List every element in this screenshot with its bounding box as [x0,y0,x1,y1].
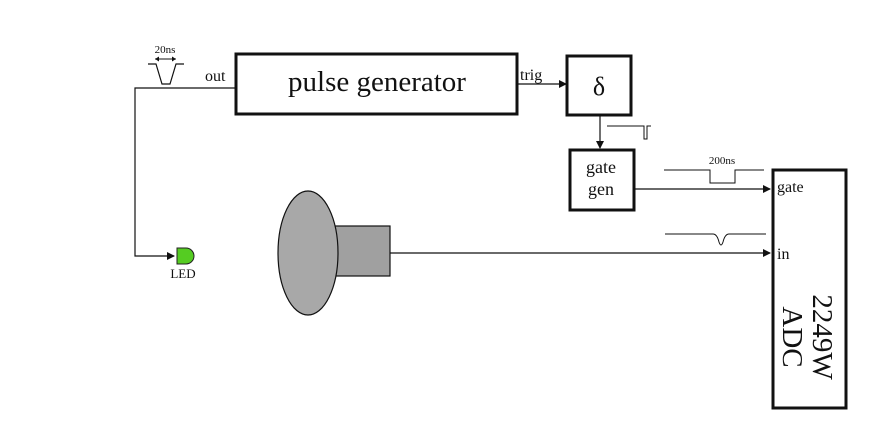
led-label: LED [170,266,195,281]
gate-gen-label-line2: gen [588,179,614,199]
gate-generator-block: gate gen [568,148,636,212]
pulse-generator-block: pulse generator [234,52,519,116]
pmt-body [330,225,391,277]
delay-label: δ [593,72,605,101]
led: LED [170,247,196,281]
negative-pulse-waveform [148,63,184,85]
pulse-width-label: 20ns [155,44,176,56]
photomultiplier [277,190,391,316]
adc-gate-port-label: gate [777,179,804,196]
adc-type-label: ADC [776,306,808,367]
led-icon [176,247,195,265]
out-to-led-wire [134,87,236,260]
out-port-label: out [205,68,226,85]
delayed-pulse-waveform [607,125,651,140]
gate-gen-label-line1: gate [586,157,616,177]
adc-model-label: 2249W [806,294,838,380]
gate-pulse-sketch: 200ns [664,155,764,184]
input-pulse-sketch: 20ns [148,44,184,85]
pmt-face [277,190,339,316]
pmt-signal-waveform [665,233,766,246]
trig-port-label: trig [520,67,542,84]
gate-width-label: 200ns [709,155,735,167]
adc-block: gate in 2249W ADC [771,168,848,410]
delay-block: δ [565,54,633,117]
adc-in-port-label: in [777,246,789,263]
pulse-generator-label: pulse generator [288,66,466,98]
gate-waveform [664,169,764,184]
